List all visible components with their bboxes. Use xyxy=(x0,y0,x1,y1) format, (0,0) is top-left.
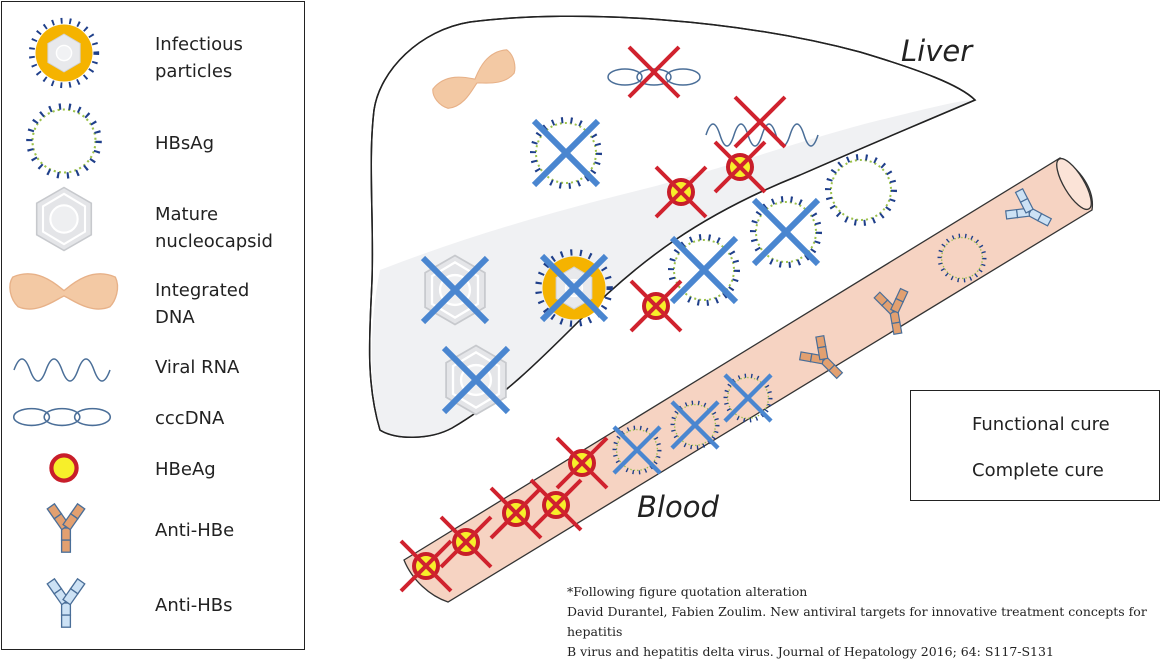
legend-icons xyxy=(9,21,119,628)
blood-label: Blood xyxy=(637,490,719,524)
liver-shaded-lobe xyxy=(371,100,975,438)
cccdna-icon xyxy=(12,407,112,427)
complete-cure-label: Complete cure xyxy=(972,460,1104,481)
functional-cure-cross xyxy=(754,200,818,264)
nucleocapsid-icon xyxy=(35,186,93,252)
functional-cure-cross xyxy=(672,238,736,302)
integrated-dna-icon xyxy=(9,273,119,310)
legend-label-anti-hbe: Anti-HBe xyxy=(155,520,235,541)
anti-hbs-icon xyxy=(46,578,86,628)
legend-label-cccdna: cccDNA xyxy=(155,408,225,429)
complete-cure-cross xyxy=(629,279,683,333)
hbeag-icon xyxy=(51,455,76,480)
liver-viral-rna xyxy=(705,123,819,147)
cure-legend: Functional cure Complete cure xyxy=(910,390,1160,501)
legend-label-hbeag: HBeAg xyxy=(155,459,216,480)
liver-hbsag-2 xyxy=(828,157,894,223)
citation-line-2: B virus and hepatitis delta virus. Journ… xyxy=(567,644,1054,659)
citation-note: *Following figure quotation alteration xyxy=(567,584,808,599)
functional-cure-label: Functional cure xyxy=(972,414,1110,435)
citation-line-1: David Durantel, Fabien Zoulim. New antiv… xyxy=(567,604,1147,639)
hbsag-icon xyxy=(29,106,98,175)
legend-label-anti-hbs: Anti-HBs xyxy=(155,595,233,616)
legend-label-hbsag: HBsAg xyxy=(155,133,215,154)
viral-rna-icon xyxy=(13,358,111,382)
anti-hbe-icon xyxy=(46,503,86,553)
liver-label: Liver xyxy=(901,34,973,68)
infectious-particle-icon xyxy=(32,21,97,86)
legend-label-viral-rna: Viral RNA xyxy=(155,357,240,378)
citation: *Following figure quotation alteration D… xyxy=(567,582,1167,662)
